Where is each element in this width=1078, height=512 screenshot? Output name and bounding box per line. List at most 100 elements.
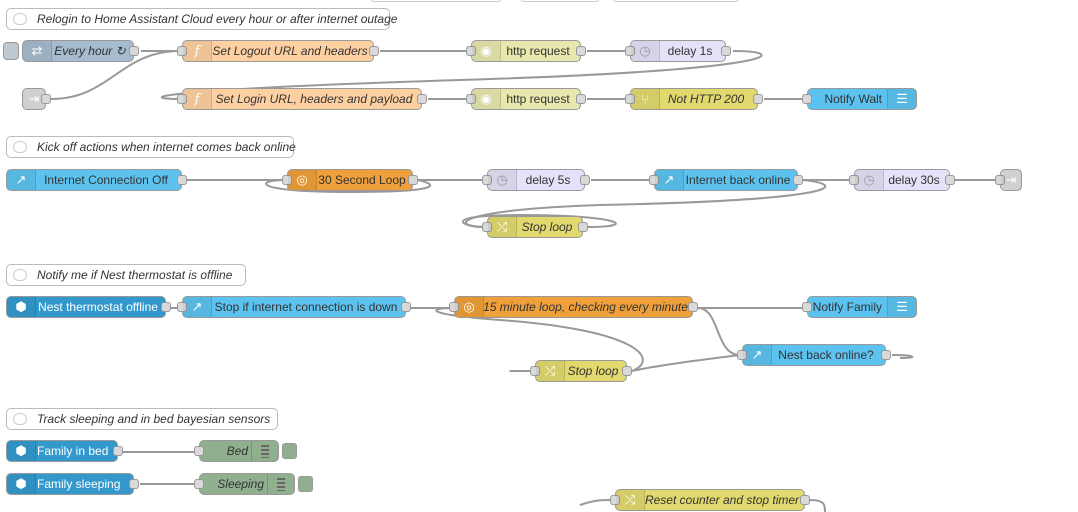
link-in-icon: ⇥ <box>23 89 45 109</box>
output-port[interactable] <box>578 222 588 232</box>
node-label: Stop loop <box>567 364 619 378</box>
api-node-stop-if-down[interactable]: ↗ Stop if internet connection is down <box>177 296 411 318</box>
change-node-stop-loop-1[interactable]: ⤭ Stop loop <box>482 216 588 238</box>
change-node-reset-counter[interactable]: ⤭ Reset counter and stop timer <box>610 489 810 511</box>
comment-sleep[interactable]: Track sleeping and in bed bayesian senso… <box>6 408 278 430</box>
link-in-node[interactable]: ⇥ <box>22 88 51 110</box>
http-request-node-1[interactable]: ◉ http request <box>466 40 586 62</box>
switch-icon: ⑂ <box>631 89 660 109</box>
output-port[interactable] <box>945 175 955 185</box>
input-port[interactable] <box>849 175 859 185</box>
debug-node-bed[interactable]: Bed <box>194 440 297 462</box>
comment-nest[interactable]: Notify me if Nest thermostat is offline <box>6 264 246 286</box>
input-port[interactable] <box>530 366 540 376</box>
output-port[interactable] <box>369 46 379 56</box>
output-port[interactable] <box>41 94 51 104</box>
wire <box>809 499 826 512</box>
input-port[interactable] <box>482 222 492 232</box>
change-node-stop-loop-2[interactable]: ⤭ Stop loop <box>530 360 632 382</box>
input-port[interactable] <box>625 46 635 56</box>
input-port[interactable] <box>194 479 204 489</box>
input-port[interactable] <box>649 175 659 185</box>
input-port[interactable] <box>737 350 747 360</box>
output-port[interactable] <box>113 446 123 456</box>
output-port[interactable] <box>753 94 763 104</box>
node-label: 30 Second Loop <box>318 173 406 187</box>
output-port[interactable] <box>622 366 632 376</box>
timer-icon: ◷ <box>631 41 660 61</box>
input-port[interactable] <box>995 175 1005 185</box>
ha-node-family-sleeping[interactable]: ⬢ Family sleeping <box>6 473 139 495</box>
input-port[interactable] <box>610 495 620 505</box>
node-label: Stop if internet connection is down <box>214 300 398 314</box>
inject-node-every-hour[interactable]: ⇄ Every hour ↻ <box>3 40 139 62</box>
ha-node-family-in-bed[interactable]: ⬢ Family in bed <box>6 440 123 462</box>
input-port[interactable] <box>194 446 204 456</box>
link-out-icon: ⇥ <box>1001 170 1021 190</box>
input-port[interactable] <box>282 175 292 185</box>
comment-kickoff[interactable]: Kick off actions when internet comes bac… <box>6 136 296 158</box>
http-request-node-2[interactable]: ◉ http request <box>466 88 586 110</box>
input-port[interactable] <box>466 46 476 56</box>
output-port[interactable] <box>793 175 803 185</box>
delay-node-5s[interactable]: ◷ delay 5s <box>482 169 590 191</box>
input-port[interactable] <box>177 302 187 312</box>
notify-node-family[interactable]: Notify Family ☰ <box>802 296 917 318</box>
function-icon: f <box>183 41 212 61</box>
comment-label: Relogin to Home Assistant Cloud every ho… <box>37 12 398 26</box>
node-label: Set Login URL, headers and payload <box>215 92 413 106</box>
input-port[interactable] <box>802 94 812 104</box>
node-label: Bed <box>226 444 248 458</box>
loop-node-30s[interactable]: ◎ 30 Second Loop <box>282 169 418 191</box>
arrow-up-right-icon: ↗ <box>7 170 36 190</box>
output-port[interactable] <box>417 94 427 104</box>
input-port[interactable] <box>177 46 187 56</box>
input-port[interactable] <box>466 94 476 104</box>
input-port[interactable] <box>625 94 635 104</box>
output-port[interactable] <box>688 302 698 312</box>
input-port[interactable] <box>177 94 187 104</box>
output-port[interactable] <box>576 46 586 56</box>
notify-node-walt[interactable]: Notify Walt ☰ <box>802 88 917 110</box>
comment-relogin[interactable]: Relogin to Home Assistant Cloud every ho… <box>6 8 397 30</box>
node-label: Set Logout URL and headers <box>212 44 368 58</box>
output-port[interactable] <box>800 495 810 505</box>
output-port[interactable] <box>401 302 411 312</box>
debug-toggle-button[interactable] <box>282 443 297 459</box>
function-node-set-logout[interactable]: f Set Logout URL and headers <box>177 40 379 62</box>
output-port[interactable] <box>721 46 731 56</box>
api-node-internet-off[interactable]: ↗ Internet Connection Off <box>6 169 187 191</box>
output-port[interactable] <box>580 175 590 185</box>
debug-node-sleeping[interactable]: Sleeping <box>194 473 313 495</box>
wire <box>462 213 617 228</box>
output-port[interactable] <box>129 479 139 489</box>
output-port[interactable] <box>129 46 139 56</box>
input-port[interactable] <box>482 175 492 185</box>
wire <box>891 354 914 359</box>
ha-node-nest-offline[interactable]: ⬢ Nest thermostat offline <box>6 296 171 318</box>
switch-node-not-200[interactable]: ⑂ Not HTTP 200 <box>625 88 763 110</box>
api-node-internet-back[interactable]: ↗ Internet back online <box>649 169 803 191</box>
output-port[interactable] <box>177 175 187 185</box>
api-node-nest-back[interactable]: ↗ Nest back online? <box>737 344 891 366</box>
delay-node-1s[interactable]: ◷ delay 1s <box>625 40 731 62</box>
input-port[interactable] <box>802 302 812 312</box>
link-out-node[interactable]: ⇥ <box>995 169 1022 191</box>
wire <box>697 307 741 356</box>
inject-trigger-button[interactable] <box>3 42 19 60</box>
timer-icon: ◷ <box>855 170 884 190</box>
output-port[interactable] <box>576 94 586 104</box>
node-label: Reset counter and stop timer <box>644 493 800 507</box>
delay-node-30s[interactable]: ◷ delay 30s <box>849 169 955 191</box>
loop-node-15min[interactable]: ◎ 15 minute loop, checking every minute <box>449 296 698 318</box>
input-port[interactable] <box>449 302 459 312</box>
node-label: delay 5s <box>525 173 571 187</box>
output-port[interactable] <box>881 350 891 360</box>
home-assistant-icon: ⬢ <box>7 297 36 317</box>
output-port[interactable] <box>161 302 171 312</box>
comment-icon <box>13 413 27 425</box>
debug-toggle-button[interactable] <box>298 476 313 492</box>
output-port[interactable] <box>408 175 418 185</box>
function-node-set-login[interactable]: f Set Login URL, headers and payload <box>177 88 427 110</box>
